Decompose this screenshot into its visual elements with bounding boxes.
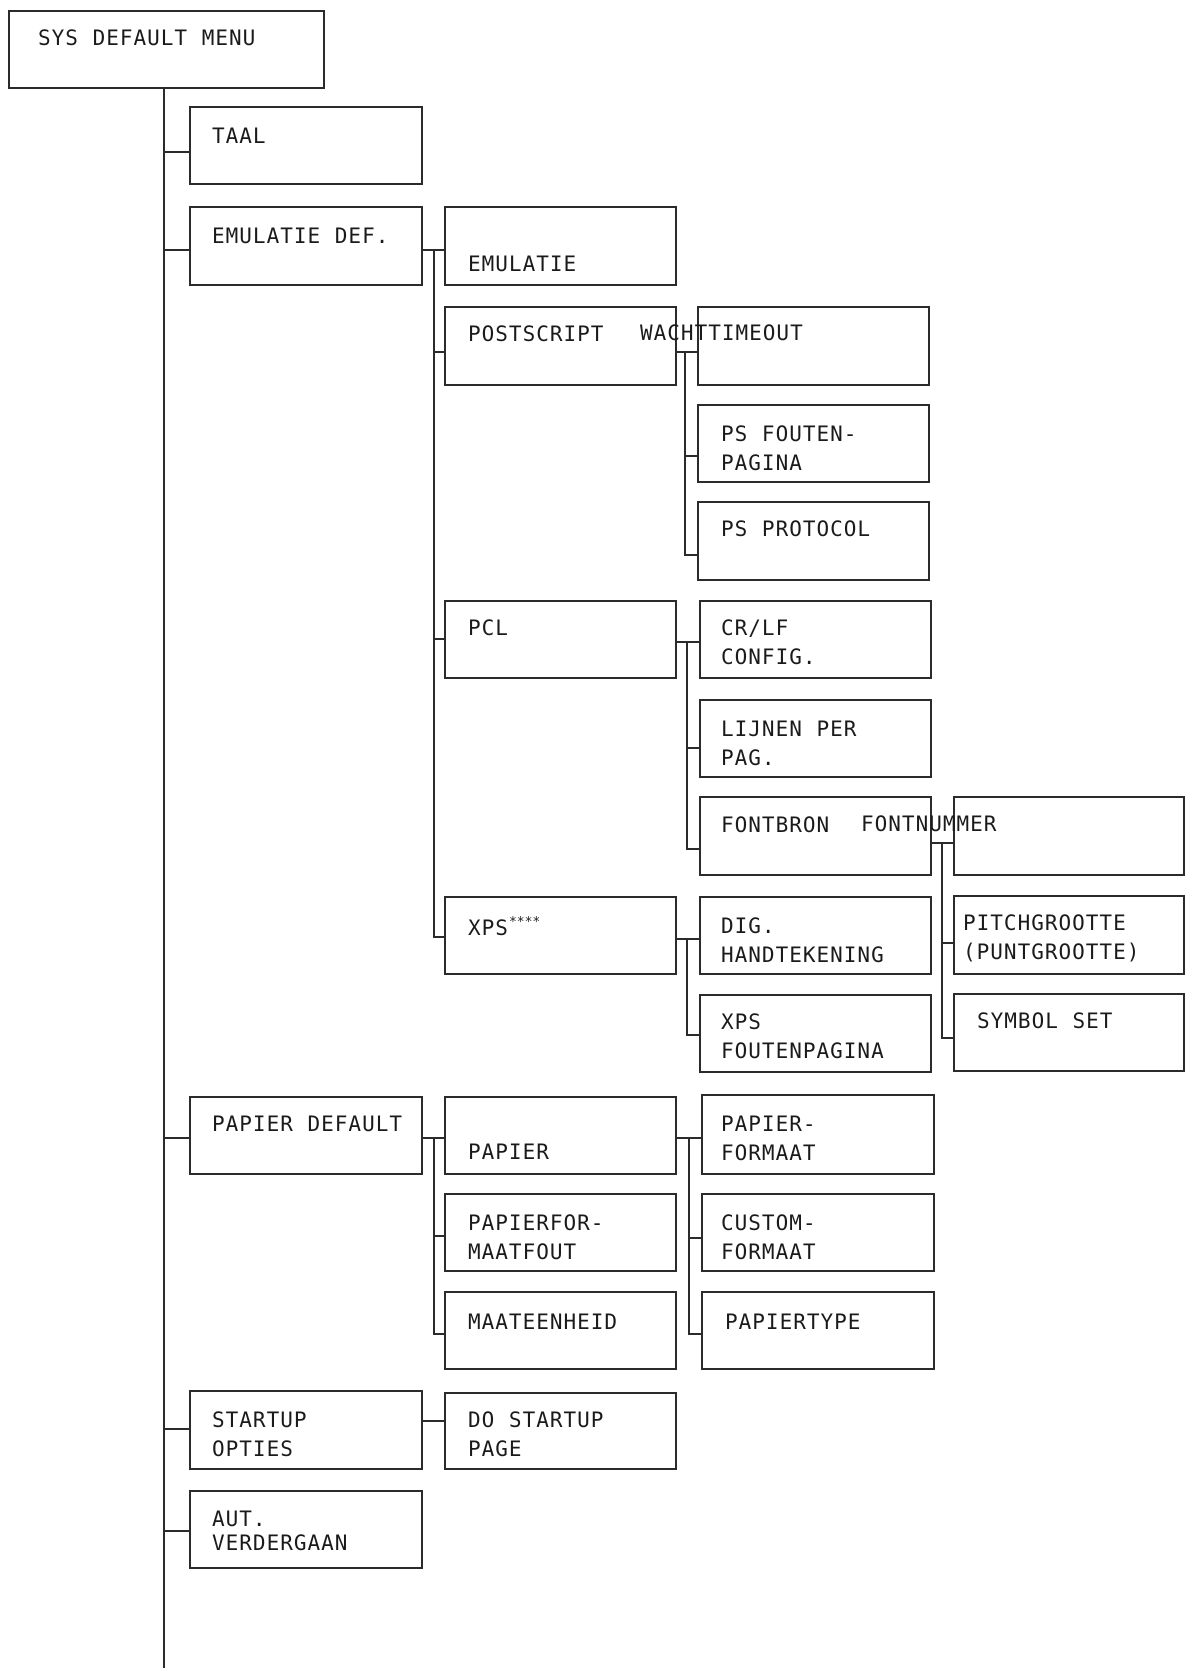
- menu-custom-formaat: CUSTOM- FORMAAT: [701, 1193, 935, 1272]
- menu-aut-verdergaan: AUT. VERDERGAAN: [189, 1490, 423, 1569]
- papier-trunk: [688, 1137, 690, 1335]
- menu-do-startup-line1: DO STARTUP: [468, 1408, 605, 1432]
- branch-pitch: [941, 942, 954, 944]
- menu-pitch-line1: PITCHGROOTTE: [963, 911, 1127, 935]
- menu-ps-foutenpagina-line1: PS FOUTEN-: [721, 422, 858, 446]
- menu-fontnummer: [953, 796, 1185, 876]
- menu-postscript: POSTSCRIPT: [444, 306, 677, 386]
- menu-papier-default-label: PAPIER DEFAULT: [212, 1112, 404, 1136]
- menu-taal: TAAL: [189, 106, 423, 185]
- menu-crlf-config: CR/LF CONFIG.: [699, 600, 932, 679]
- menu-pcl: PCL: [444, 600, 677, 679]
- menu-lijnen-line1: LIJNEN PER: [721, 717, 858, 741]
- menu-papier: PAPIER: [444, 1096, 677, 1175]
- menu-pff-line1: PAPIERFOR-: [468, 1211, 605, 1235]
- menu-maateenheid-label: MAATEENHEID: [468, 1310, 619, 1334]
- branch-pcl: [433, 638, 446, 640]
- menu-custom-line2: FORMAAT: [721, 1240, 817, 1264]
- menu-xps: XPS****: [444, 896, 677, 975]
- menu-symbol-set: SYMBOL SET: [953, 993, 1185, 1072]
- menu-xps-label: XPS****: [468, 908, 540, 943]
- menu-wachttimeout-label: WACHTTIMEOUT: [640, 321, 804, 345]
- menu-wachttimeout: [697, 306, 930, 386]
- menu-maateenheid: MAATEENHEID: [444, 1291, 677, 1370]
- menu-pitchgrootte: PITCHGROOTTE (PUNTGROOTTE): [953, 895, 1185, 975]
- menu-papier-label: PAPIER: [468, 1140, 550, 1164]
- emulatie-def-trunk: [433, 249, 435, 938]
- menu-do-startup-page: DO STARTUP PAGE: [444, 1392, 677, 1470]
- menu-startup-line1: STARTUP: [212, 1408, 308, 1432]
- menu-aut-line2: VERDERGAAN: [212, 1531, 349, 1555]
- menu-aut-line1: AUT.: [212, 1507, 267, 1531]
- menu-dig-line2: HANDTEKENING: [721, 943, 885, 967]
- menu-dig-handtekening: DIG. HANDTEKENING: [699, 896, 932, 975]
- menu-emulatie-label: EMULATIE: [468, 252, 578, 276]
- branch-papier-default: [163, 1137, 190, 1139]
- postscript-trunk: [684, 351, 686, 556]
- menu-crlf-line1: CR/LF: [721, 616, 790, 640]
- menu-fontbron: FONTBRON: [699, 796, 932, 876]
- menu-papierformaat-line2: FORMAAT: [721, 1141, 817, 1165]
- menu-papierformaatfout: PAPIERFOR- MAATFOUT: [444, 1193, 677, 1272]
- menu-papierformaat: PAPIER- FORMAAT: [701, 1094, 935, 1175]
- main-trunk-line: [163, 88, 165, 1668]
- menu-fontbron-label: FONTBRON: [721, 813, 831, 837]
- branch-postscript: [433, 351, 446, 353]
- menu-xps-footnote-mark: ****: [508, 915, 541, 930]
- menu-pff-line2: MAATFOUT: [468, 1240, 578, 1264]
- branch-ps-foutenpagina: [684, 455, 698, 457]
- menu-postscript-label: POSTSCRIPT: [468, 322, 605, 346]
- pcl-trunk: [686, 641, 688, 850]
- branch-custom: [688, 1237, 702, 1239]
- menu-fontnummer-label: FONTNUMMER: [861, 812, 998, 836]
- menu-custom-line1: CUSTOM-: [721, 1211, 817, 1235]
- branch-xps: [433, 936, 446, 938]
- menu-pcl-label: PCL: [468, 616, 509, 640]
- menu-xps-fp-line1: XPS: [721, 1010, 762, 1034]
- menu-emulatie-def-label: EMULATIE DEF.: [212, 224, 390, 248]
- menu-taal-label: TAAL: [212, 124, 267, 148]
- menu-ps-foutenpagina-line2: PAGINA: [721, 451, 803, 475]
- menu-crlf-line2: CONFIG.: [721, 645, 817, 669]
- branch-startup-out: [422, 1420, 446, 1422]
- menu-startup-line2: OPTIES: [212, 1437, 294, 1461]
- branch-emulatie-def: [163, 249, 190, 251]
- branch-ps-protocol: [684, 554, 698, 556]
- branch-startup: [163, 1428, 190, 1430]
- branch-aut: [163, 1530, 190, 1532]
- branch-lijnen: [686, 747, 700, 749]
- menu-ps-protocol: PS PROTOCOL: [697, 501, 930, 581]
- menu-papiertype-label: PAPIERTYPE: [725, 1310, 862, 1334]
- branch-fontbron: [686, 848, 700, 850]
- menu-ps-foutenpagina: PS FOUTEN- PAGINA: [697, 404, 930, 483]
- branch-pff: [433, 1235, 446, 1237]
- xps-trunk: [686, 938, 688, 1036]
- menu-lijnen-line2: PAG.: [721, 746, 776, 770]
- fontbron-trunk: [941, 842, 943, 1039]
- menu-pitch-line2: (PUNTGROOTTE): [963, 940, 1141, 964]
- branch-maateenheid: [433, 1333, 446, 1335]
- menu-xps-text: XPS: [468, 916, 509, 940]
- branch-xps-fp: [686, 1034, 700, 1036]
- menu-emulatie-def: EMULATIE DEF.: [189, 206, 423, 286]
- menu-root-label: SYS DEFAULT MENU: [38, 26, 257, 50]
- menu-dig-line1: DIG.: [721, 914, 776, 938]
- menu-lijnen-per-pag: LIJNEN PER PAG.: [699, 699, 932, 778]
- branch-taal: [163, 151, 190, 153]
- menu-startup-opties: STARTUP OPTIES: [189, 1390, 423, 1470]
- menu-ps-protocol-label: PS PROTOCOL: [721, 517, 872, 541]
- branch-symbol-set: [941, 1037, 954, 1039]
- branch-papiertype: [688, 1333, 702, 1335]
- menu-do-startup-line2: PAGE: [468, 1437, 523, 1461]
- menu-root: SYS DEFAULT MENU: [8, 10, 325, 89]
- menu-xps-foutenpagina: XPS FOUTENPAGINA: [699, 994, 932, 1073]
- menu-papier-default: PAPIER DEFAULT: [189, 1096, 423, 1175]
- menu-papierformaat-line1: PAPIER-: [721, 1112, 817, 1136]
- branch-postscript-out: [674, 351, 698, 353]
- menu-emulatie: EMULATIE: [444, 206, 677, 286]
- menu-xps-fp-line2: FOUTENPAGINA: [721, 1039, 885, 1063]
- menu-symbol-set-label: SYMBOL SET: [977, 1009, 1114, 1033]
- menu-papiertype: PAPIERTYPE: [701, 1291, 935, 1370]
